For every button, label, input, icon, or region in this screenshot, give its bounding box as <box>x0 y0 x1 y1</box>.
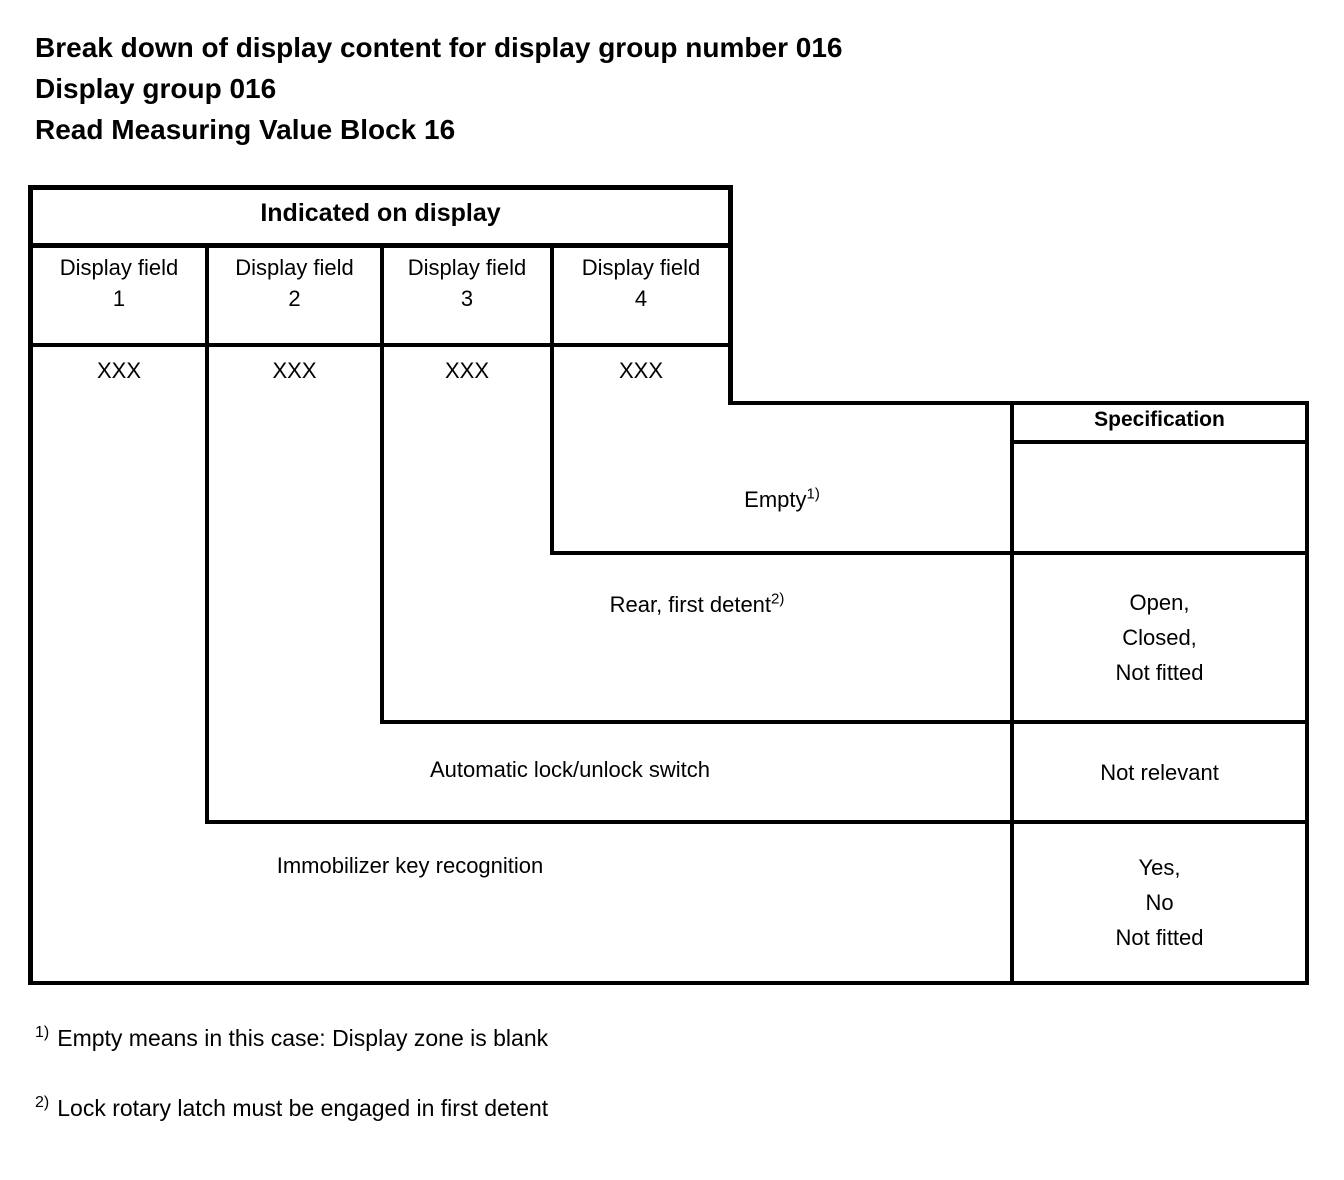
row-label-immobilizer-key: Immobilizer key recognition <box>32 853 788 879</box>
title-line-1: Break down of display content for displa… <box>35 32 843 63</box>
title-line-3: Read Measuring Value Block 16 <box>35 114 456 145</box>
footnote-1-marker: 1) <box>35 1024 50 1042</box>
display-field-2-value: XXX <box>272 358 317 383</box>
footnote-1: 1) Empty means in this case: Display zone… <box>35 1025 548 1052</box>
table-top-border <box>28 185 733 190</box>
column-divider-3-4 <box>550 243 554 555</box>
row-label-rear-footnote-marker: 2) <box>771 590 785 608</box>
row-label-automatic-text: Automatic lock/unlock switch <box>430 757 710 782</box>
footnote-2: 2) Lock rotary latch must be engaged in f… <box>35 1095 548 1122</box>
footnote-1-text: Empty means in this case: Display zone i… <box>57 1025 549 1051</box>
indicated-on-display-header: Indicated on display <box>260 199 501 227</box>
display-field-3-label: Display field <box>407 255 527 280</box>
display-field-4-number: 4 <box>634 286 648 311</box>
display-field-2-label: Display field <box>235 255 354 280</box>
specification-header: Specification <box>1094 408 1225 431</box>
column-divider-1-2 <box>205 243 209 824</box>
row-label-empty-text: Empty <box>744 487 807 512</box>
row-label-empty: Empty1) <box>554 487 1010 513</box>
header-right-border <box>728 185 733 405</box>
spec-column-right-border <box>1305 401 1309 985</box>
row-label-empty-footnote-marker: 1) <box>806 485 820 503</box>
spec-line: Yes, <box>1138 855 1181 880</box>
title-line-2: Display group 016 <box>35 73 277 104</box>
row-label-rear-text: Rear, first detent <box>609 592 772 617</box>
display-field-3-header: Display field 3 <box>384 252 550 314</box>
spec-value-immobilizer-row: Yes, No Not fitted <box>1014 824 1305 981</box>
header-divider <box>28 243 733 248</box>
spec-column-left-border <box>1010 401 1014 985</box>
display-field-2-header: Display field 2 <box>209 252 380 314</box>
display-field-1-value: XXX <box>96 358 142 383</box>
spec-line: Not relevant <box>1100 759 1219 785</box>
spec-line: Not fitted <box>1115 660 1204 685</box>
column-divider-2-3 <box>380 243 384 724</box>
row-label-immobilizer-text: Immobilizer key recognition <box>276 853 544 878</box>
row-divider-automatic <box>205 820 1309 824</box>
footnote-2-marker: 2) <box>35 1094 50 1112</box>
spec-line: Not fitted <box>1115 925 1204 950</box>
row-label-rear-first-detent: Rear, first detent2) <box>384 592 1010 618</box>
document-titles: Break down of display content for displa… <box>35 27 842 150</box>
display-field-1-number: 1 <box>112 286 126 311</box>
spec-value-empty-row <box>1014 444 1305 551</box>
spec-line: Open, <box>1129 590 1190 615</box>
display-field-1-label: Display field <box>59 255 179 280</box>
display-field-2-number: 2 <box>288 286 301 311</box>
display-field-1-header: Display field 1 <box>33 252 205 314</box>
spec-header-divider <box>1010 440 1309 444</box>
display-field-4-value: XXX <box>618 358 664 383</box>
spec-value-rear-row: Open, Closed, Not fitted <box>1014 555 1305 720</box>
spec-section-top-border <box>728 401 1309 405</box>
field-header-bottom-divider <box>28 343 732 347</box>
table-left-border <box>28 185 33 985</box>
row-label-automatic-lock-unlock: Automatic lock/unlock switch <box>172 757 968 783</box>
spec-value-automatic-row: Not relevant <box>1014 724 1305 820</box>
spec-line: Closed, <box>1122 625 1197 650</box>
table-bottom-border <box>28 981 1309 985</box>
display-field-3-number: 3 <box>460 286 474 311</box>
row-divider-rear <box>380 720 1309 724</box>
footnote-2-text: Lock rotary latch must be engaged in fir… <box>57 1095 549 1121</box>
display-field-4-label: Display field <box>581 255 701 280</box>
row-divider-empty <box>550 551 1309 555</box>
display-field-4-header: Display field 4 <box>554 252 728 314</box>
display-field-3-value: XXX <box>444 358 490 383</box>
spec-line: No <box>1145 890 1174 915</box>
